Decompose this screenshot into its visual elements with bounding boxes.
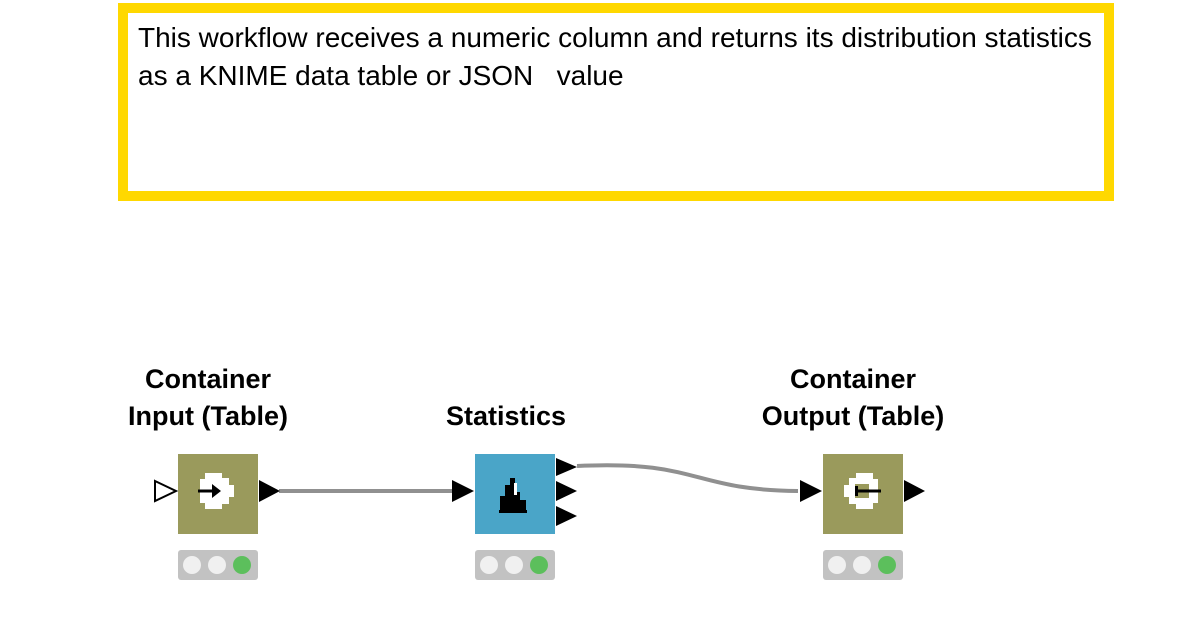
flow-variable-inport[interactable] (154, 479, 179, 503)
statistics-icon (499, 478, 527, 513)
status-light-green (233, 556, 251, 574)
node-label-container-output: Container Output (Table) (761, 364, 945, 431)
container-input-icon (198, 473, 234, 509)
connection-statistics-to-output[interactable] (576, 463, 799, 493)
status-light-red (480, 556, 498, 574)
status-light-green (530, 556, 548, 574)
status-light-red (828, 556, 846, 574)
status-light-yellow (853, 556, 871, 574)
outport-container-input[interactable] (259, 480, 280, 502)
inport-statistics[interactable] (452, 480, 474, 502)
outport-container-output[interactable] (904, 480, 925, 502)
status-light-red (183, 556, 201, 574)
outport-statistics-1[interactable] (556, 458, 577, 476)
inport-container-output[interactable] (800, 480, 822, 502)
container-output-icon (844, 473, 881, 509)
node-container-input[interactable] (154, 454, 280, 580)
node-container-output[interactable] (800, 454, 925, 580)
outport-statistics-3[interactable] (556, 506, 577, 526)
status-light-green (878, 556, 896, 574)
outport-statistics-2[interactable] (556, 481, 577, 501)
status-light-yellow (208, 556, 226, 574)
node-label-statistics: Statistics (445, 401, 567, 431)
node-statistics[interactable] (452, 454, 577, 580)
status-light-yellow (505, 556, 523, 574)
annotation-text: This workflow receives a numeric column … (138, 22, 1100, 91)
node-label-container-input: Container Input (Table) (128, 364, 288, 431)
workflow-annotation[interactable]: This workflow receives a numeric column … (118, 3, 1114, 201)
